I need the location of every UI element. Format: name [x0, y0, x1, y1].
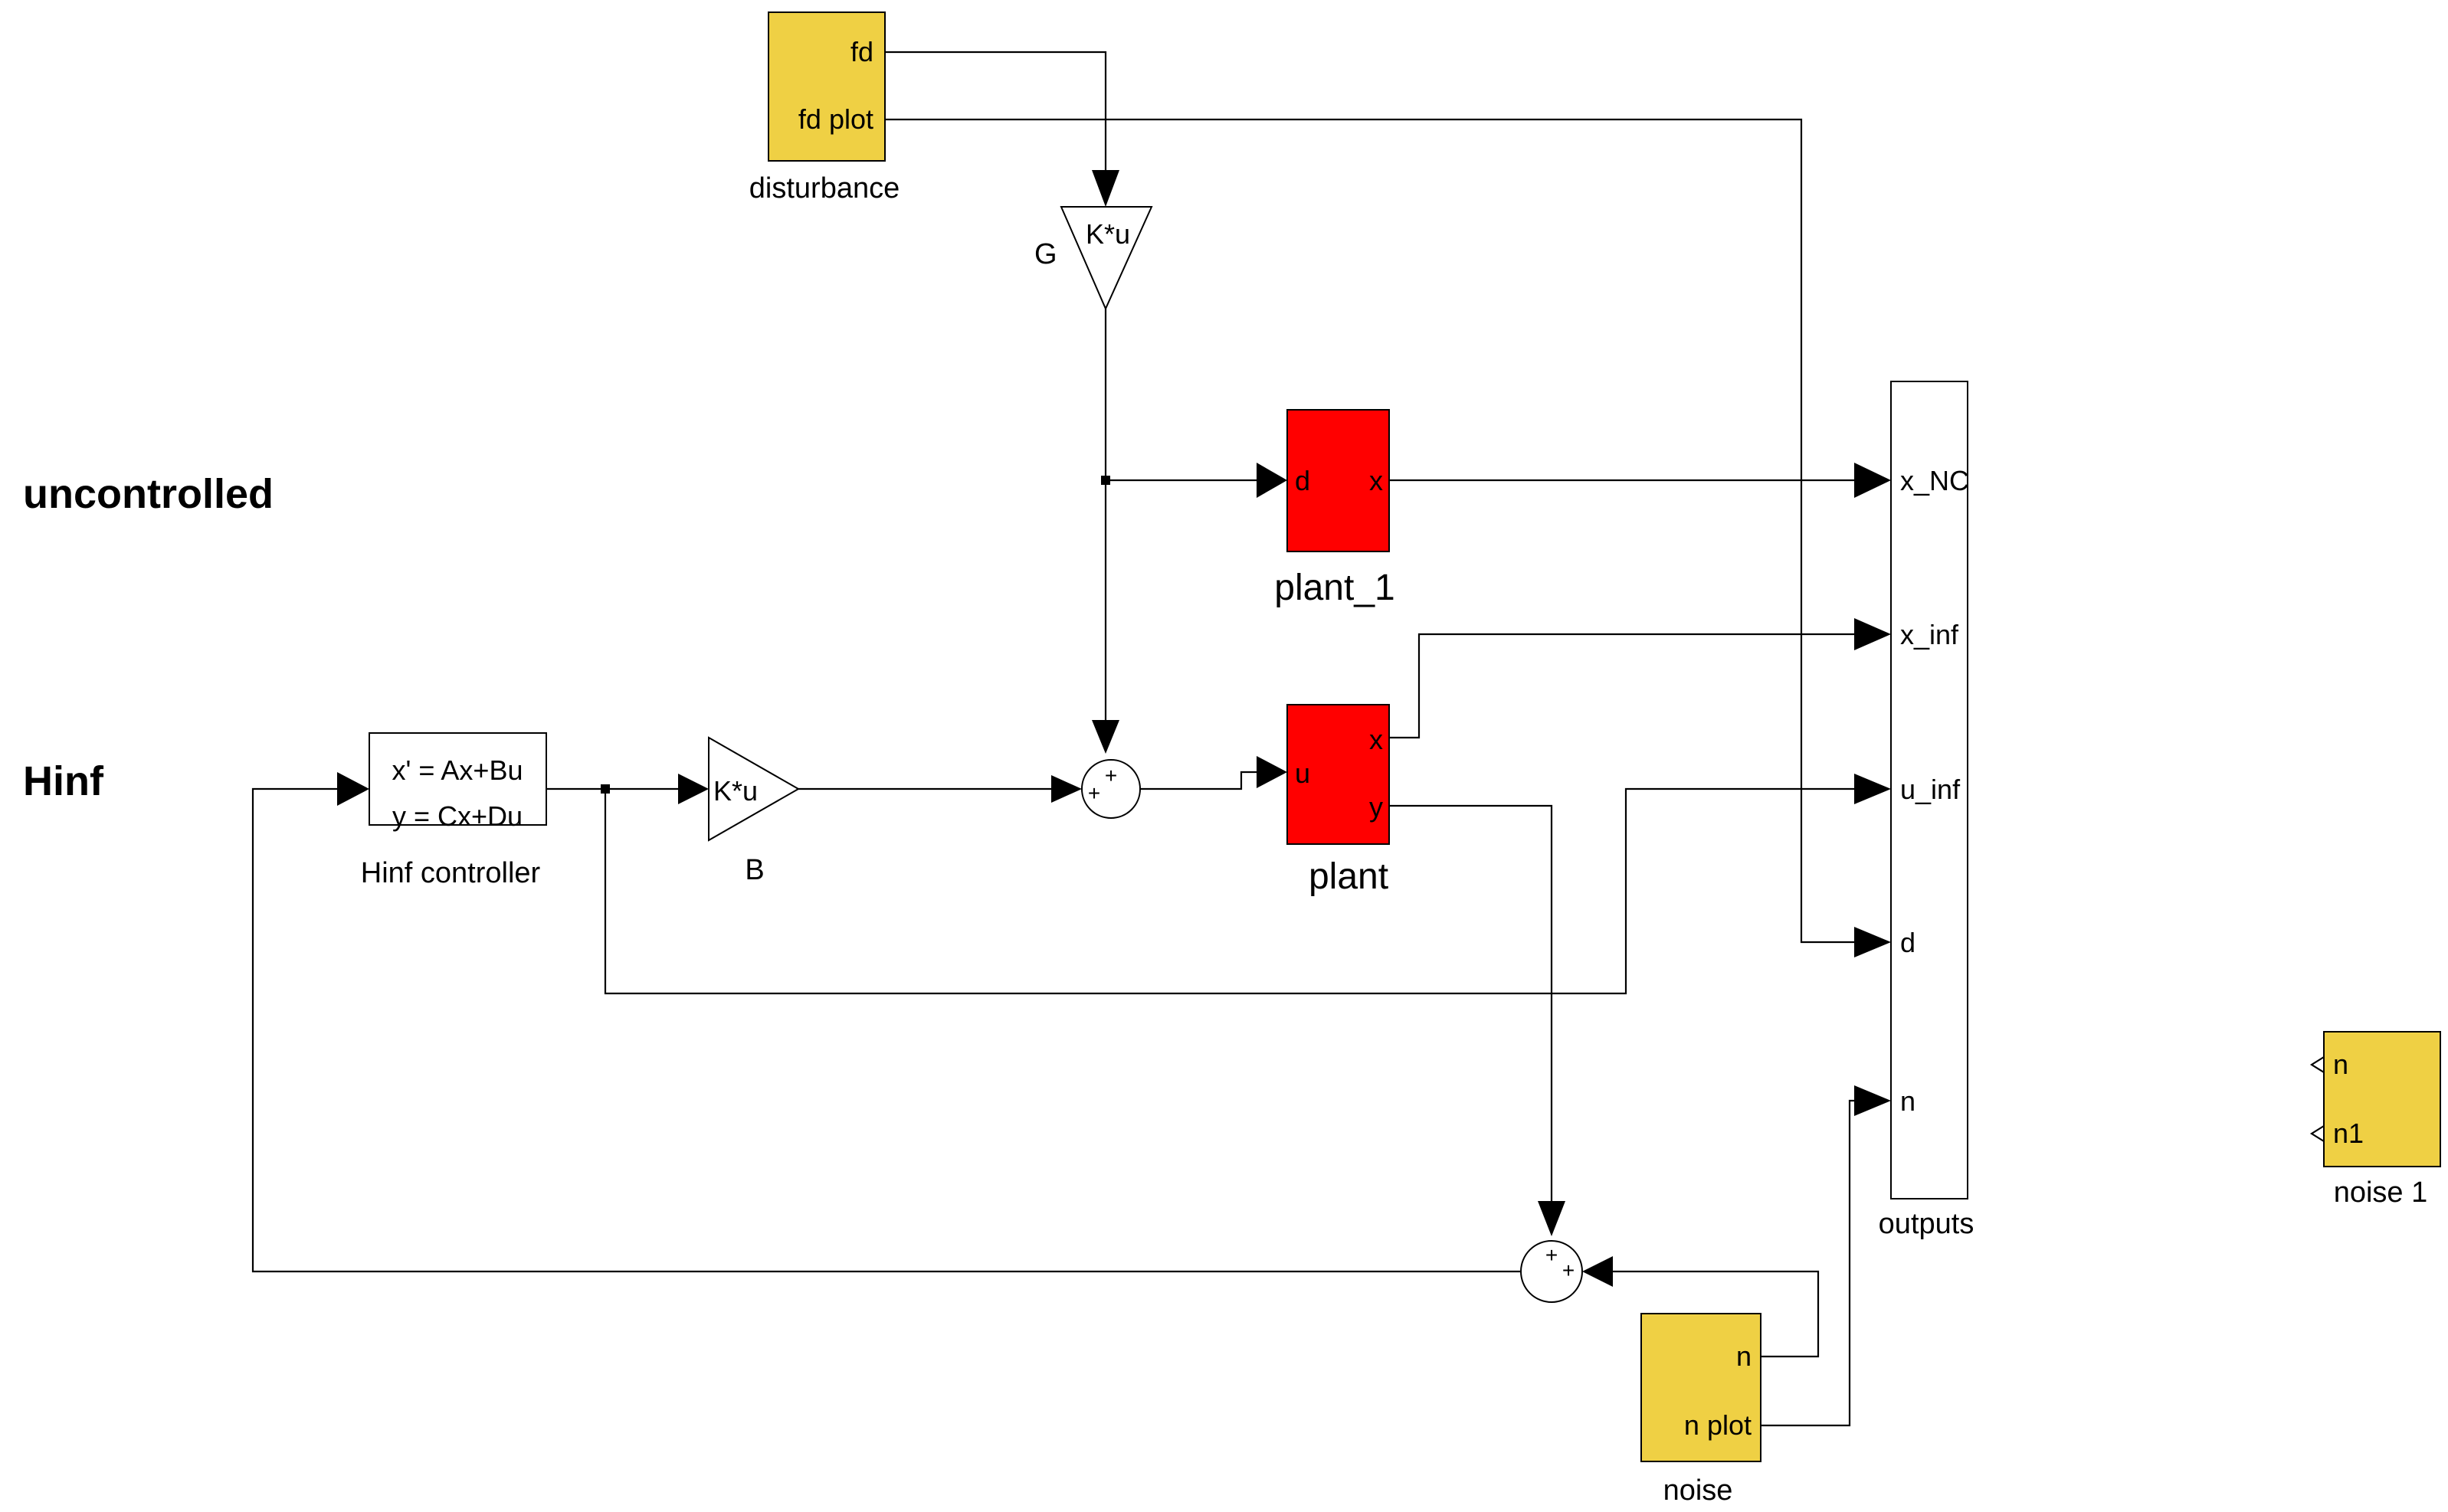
arrow-outputs-d — [1854, 927, 1891, 957]
sum-top-sign-2: + — [1088, 781, 1100, 805]
noise-port-n-plot: n plot — [1684, 1409, 1752, 1441]
plant-block[interactable]: u x y — [1286, 704, 1390, 845]
sum-block-top[interactable]: + + — [1081, 759, 1141, 819]
disturbance-port-fd: fd — [850, 36, 873, 67]
arrow-outputs-xinf — [1854, 618, 1891, 650]
disturbance-block[interactable]: fd fd plot — [768, 11, 886, 162]
gain-g-expr: K*u — [1086, 218, 1130, 250]
wire-feedback-to-controller[interactable] — [251, 787, 1522, 1273]
arrow-controller-in — [337, 772, 369, 806]
gain-b-expr: K*u — [713, 775, 758, 807]
plant-port-u: u — [1295, 758, 1310, 789]
arrow-outputs-xnc — [1854, 463, 1891, 498]
signal-wires — [251, 51, 1891, 1427]
outputs-port-uinf: u_inf — [1900, 774, 1961, 805]
plant-label: plant — [1309, 856, 1388, 897]
noise-label: noise — [1663, 1474, 1733, 1507]
noise-1-port-n1: n1 — [2333, 1118, 2364, 1149]
noise-port-n: n — [1736, 1340, 1752, 1372]
arrow-outputs-uinf — [1854, 774, 1891, 804]
wire-noise-n-to-sum-bottom[interactable] — [1613, 1270, 1820, 1358]
sum-bottom-sign-2: + — [1562, 1258, 1575, 1282]
sum-top-sign-1: + — [1105, 764, 1117, 787]
hinf-annotation: Hinf — [23, 758, 104, 804]
noise-1-port-n: n — [2333, 1049, 2348, 1080]
gain-g-label: G — [1034, 238, 1057, 270]
outputs-port-xinf: x_inf — [1900, 619, 1959, 650]
noise-block[interactable]: n n plot — [1640, 1313, 1761, 1462]
noise-1-block[interactable]: n n1 — [2309, 1031, 2441, 1167]
wire-u-to-outputs-uinf[interactable] — [604, 787, 1854, 995]
plant-1-block[interactable]: d x — [1286, 409, 1390, 552]
arrow-sum-top-in — [1092, 720, 1119, 754]
arrow-sum-bottom-top — [1538, 1201, 1565, 1236]
disturbance-label: disturbance — [749, 172, 900, 205]
arrow-gain-b-in — [678, 774, 709, 804]
wire-plant-y-to-sum-bottom[interactable] — [1389, 804, 1553, 1201]
outputs-label: outputs — [1879, 1208, 1974, 1240]
arrow-plant-u — [1257, 756, 1287, 788]
plant-1-port-d: d — [1295, 465, 1310, 496]
outputs-port-xnc: x_NC — [1900, 465, 1969, 496]
wire-sum-to-plant-u[interactable] — [1139, 771, 1257, 790]
outputs-port-d: d — [1900, 927, 1915, 958]
gain-b-block[interactable]: K*u — [708, 736, 801, 842]
plant-port-x: x — [1369, 724, 1383, 755]
wire-fd-to-gain-g[interactable] — [885, 51, 1107, 180]
arrow-outputs-n — [1854, 1085, 1891, 1116]
hinf-controller-label: Hinf controller — [361, 857, 541, 889]
wire-fd-plot-to-outputs-d[interactable] — [885, 118, 1854, 944]
sum-bottom-sign-1: + — [1545, 1243, 1558, 1267]
noise-1-input-marker-n — [2309, 1056, 2325, 1073]
outputs-port-n: n — [1900, 1085, 1915, 1117]
controller-equation-2: y = Cx+Du — [392, 800, 523, 832]
arrow-gain-g-in — [1092, 170, 1119, 207]
plant-port-y: y — [1369, 791, 1383, 823]
noise-1-label: noise 1 — [2334, 1177, 2428, 1209]
arrow-sum-left-in — [1051, 775, 1082, 803]
gain-b-label: B — [745, 854, 764, 886]
arrow-plant1-d — [1257, 463, 1287, 498]
uncontrolled-annotation: uncontrolled — [23, 471, 274, 517]
arrow-sum-bottom-right — [1582, 1256, 1613, 1287]
wire-plant-x-to-outputs-xinf[interactable] — [1389, 633, 1854, 739]
disturbance-port-fd-plot: fd plot — [798, 103, 873, 135]
wire-noise-plot-to-outputs-n[interactable] — [1761, 1099, 1854, 1427]
hinf-controller-block[interactable]: x' = Ax+Bu y = Cx+Du — [369, 732, 547, 832]
outputs-block[interactable]: x_NC x_inf u_inf d n — [1890, 381, 1969, 1199]
noise-1-input-marker-n1 — [2309, 1125, 2325, 1142]
plant-1-port-x: x — [1369, 465, 1383, 496]
sum-block-bottom[interactable]: + + — [1520, 1240, 1583, 1303]
plant-1-label: plant_1 — [1274, 568, 1394, 608]
gain-g-block[interactable]: K*u — [1060, 206, 1153, 311]
controller-equation-1: x' = Ax+Bu — [392, 754, 523, 786]
